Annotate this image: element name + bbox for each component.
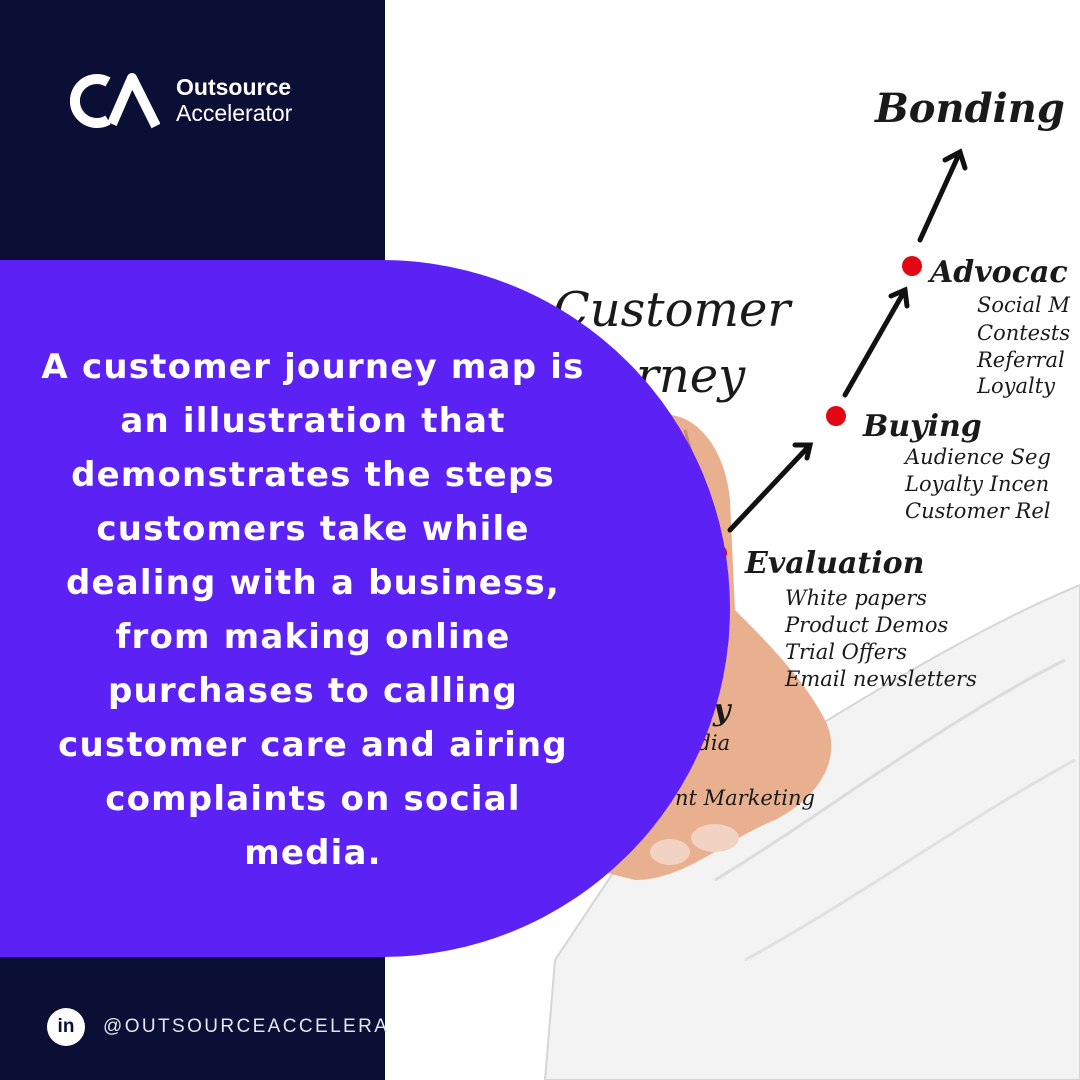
label-customer: Customer — [553, 282, 793, 338]
label-evaluation: Evaluation — [744, 546, 924, 581]
fingernail — [691, 824, 739, 852]
buying-item: Loyalty Incen — [904, 472, 1049, 496]
sleeve-fold — [744, 758, 1076, 962]
fingernail — [650, 839, 690, 865]
linkedin-icon-label: in — [57, 1016, 75, 1037]
outsource-accelerator-logo-icon — [70, 73, 160, 129]
sleeve-fold — [714, 658, 1066, 882]
advocacy-item: Referral — [976, 348, 1065, 372]
awareness-item: nt Marketing — [675, 786, 815, 810]
evaluation-item: Trial Offers — [785, 640, 907, 664]
advocacy-item: Social M — [977, 293, 1070, 317]
evaluation-item: Email newsletters — [784, 667, 977, 691]
brand-name-line1: Outsource — [176, 74, 292, 101]
label-advocacy: Advocac — [927, 255, 1068, 290]
buying-item: Customer Rel — [905, 499, 1050, 523]
brand-logo: Outsource Accelerator — [70, 72, 292, 130]
evaluation-item: White papers — [785, 586, 927, 610]
linkedin-icon[interactable]: in — [47, 1008, 85, 1046]
headline-text: A customer journey map is an illustratio… — [41, 347, 585, 873]
social-handle[interactable]: @OUTSOURCEACCELERA — [103, 1016, 390, 1037]
buying-dot — [826, 406, 846, 426]
advocacy-item: Contests — [977, 321, 1070, 345]
headline-bubble — [0, 260, 730, 957]
advocacy-item: Loyalty — [976, 374, 1056, 398]
social-footer: in @OUTSOURCEACCELERA — [47, 1008, 423, 1046]
buying-item: Audience Seg — [903, 445, 1051, 469]
brand-name-line2: Accelerator — [176, 100, 293, 126]
journey-arrows — [727, 148, 968, 533]
label-bonding: Bonding — [874, 85, 1065, 132]
advocacy-dot — [902, 256, 922, 276]
evaluation-item: Product Demos — [784, 613, 948, 637]
label-buying: Buying — [862, 409, 982, 444]
